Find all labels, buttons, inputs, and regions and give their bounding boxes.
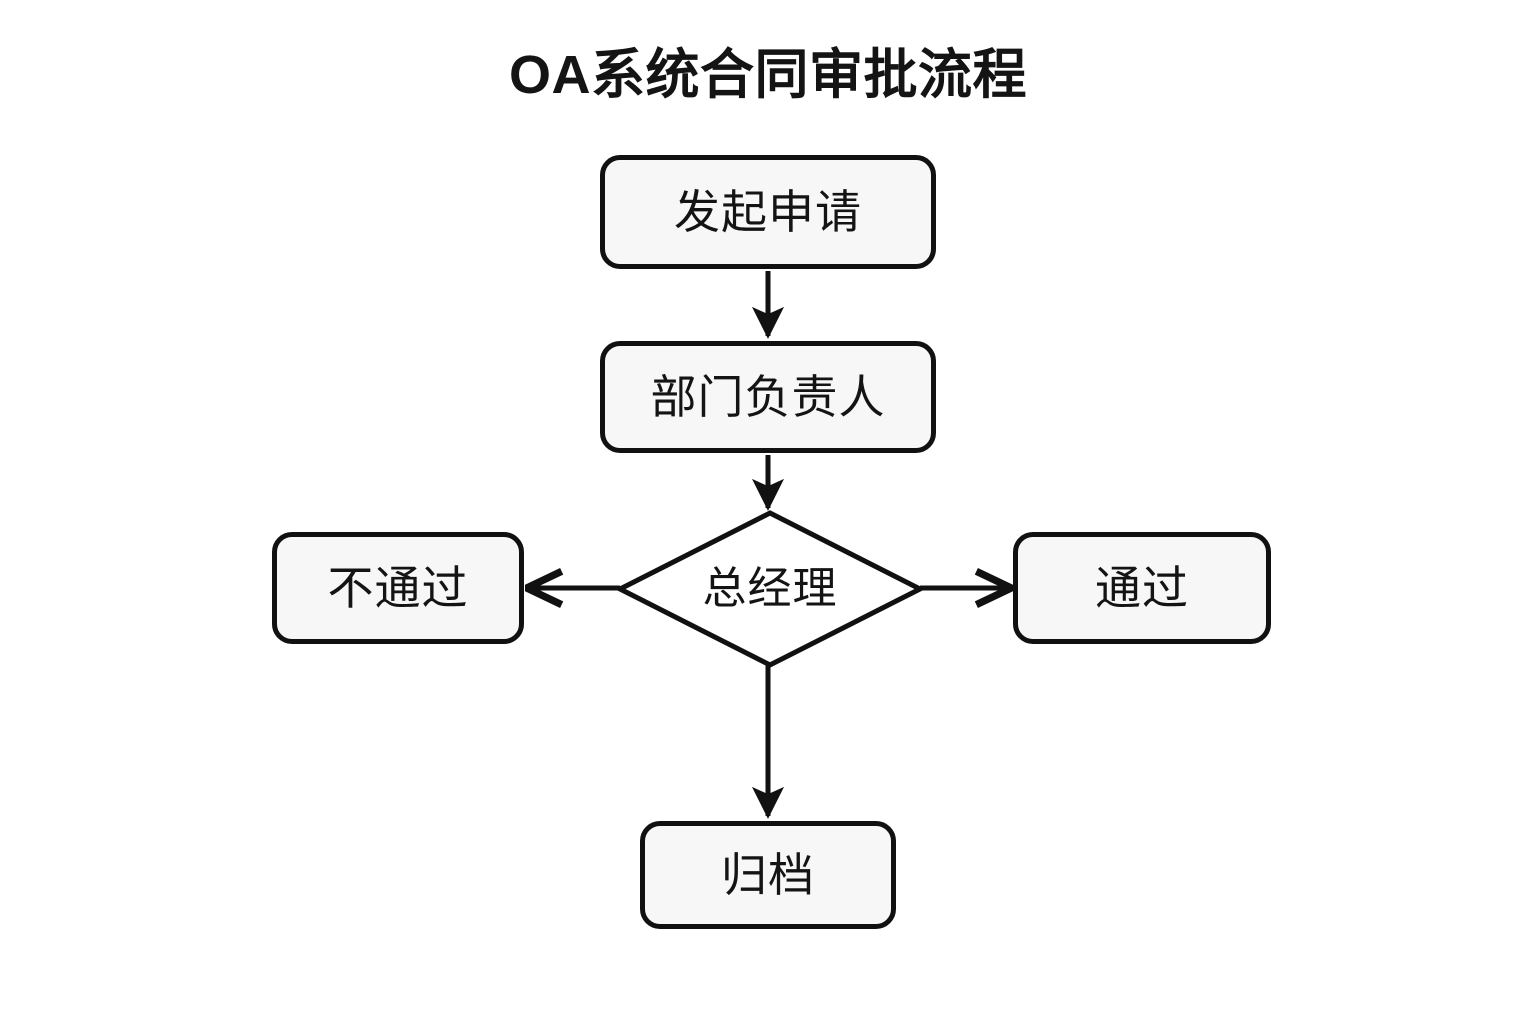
- node-start-application[interactable]: 发起申请: [600, 155, 936, 269]
- node-archive[interactable]: 归档: [640, 821, 896, 929]
- node-label-rejected: 不通过: [327, 562, 469, 614]
- node-label-general-manager-decision: 总经理: [702, 564, 838, 613]
- node-rejected[interactable]: 不通过: [272, 532, 524, 644]
- page-title: OA系统合同审批流程: [509, 45, 1027, 105]
- node-department-manager[interactable]: 部门负责人: [600, 341, 936, 453]
- node-label-archive: 归档: [721, 849, 815, 901]
- node-label-approved: 通过: [1095, 562, 1189, 614]
- node-label-department-manager: 部门负责人: [650, 371, 886, 423]
- node-label-start-application: 发起申请: [674, 186, 862, 238]
- node-general-manager-decision[interactable]: 总经理: [620, 513, 920, 665]
- node-approved[interactable]: 通过: [1013, 532, 1271, 644]
